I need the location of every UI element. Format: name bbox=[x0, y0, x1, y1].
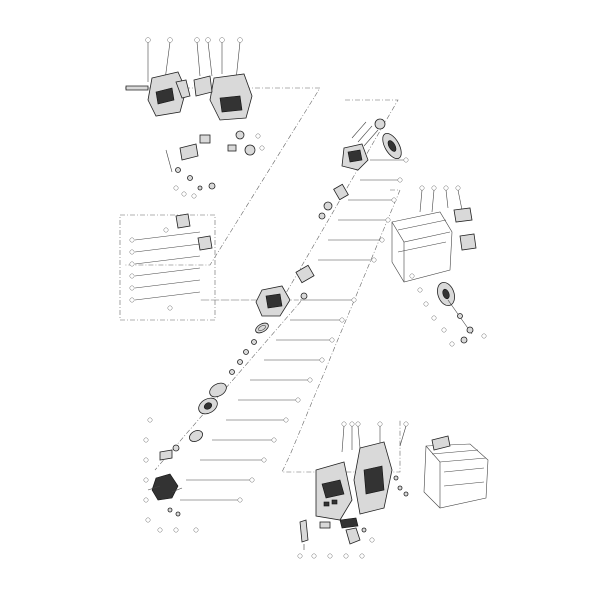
callout-column-left bbox=[143, 417, 199, 533]
callout-row-bottom bbox=[341, 421, 409, 453]
callout-column-left-panel bbox=[129, 227, 173, 311]
leader-lines-right bbox=[180, 159, 404, 501]
callout-column-mid bbox=[173, 133, 265, 199]
frame-cage bbox=[391, 211, 453, 283]
outer-housing bbox=[423, 443, 489, 509]
callout-row-top bbox=[145, 37, 243, 82]
callout-row-frame bbox=[419, 185, 463, 213]
left-panel-assembly bbox=[129, 213, 213, 311]
callout-row-lower bbox=[297, 537, 375, 559]
top-left-assembly bbox=[125, 37, 265, 199]
leader-lines-left-panel bbox=[134, 231, 201, 301]
engine-assembly bbox=[143, 118, 409, 533]
callout-column-frame bbox=[409, 273, 487, 347]
callout-column-right bbox=[237, 157, 409, 503]
crank-assembly bbox=[151, 473, 179, 501]
bottom-right-assembly bbox=[297, 421, 489, 559]
frame-assembly bbox=[391, 185, 487, 347]
